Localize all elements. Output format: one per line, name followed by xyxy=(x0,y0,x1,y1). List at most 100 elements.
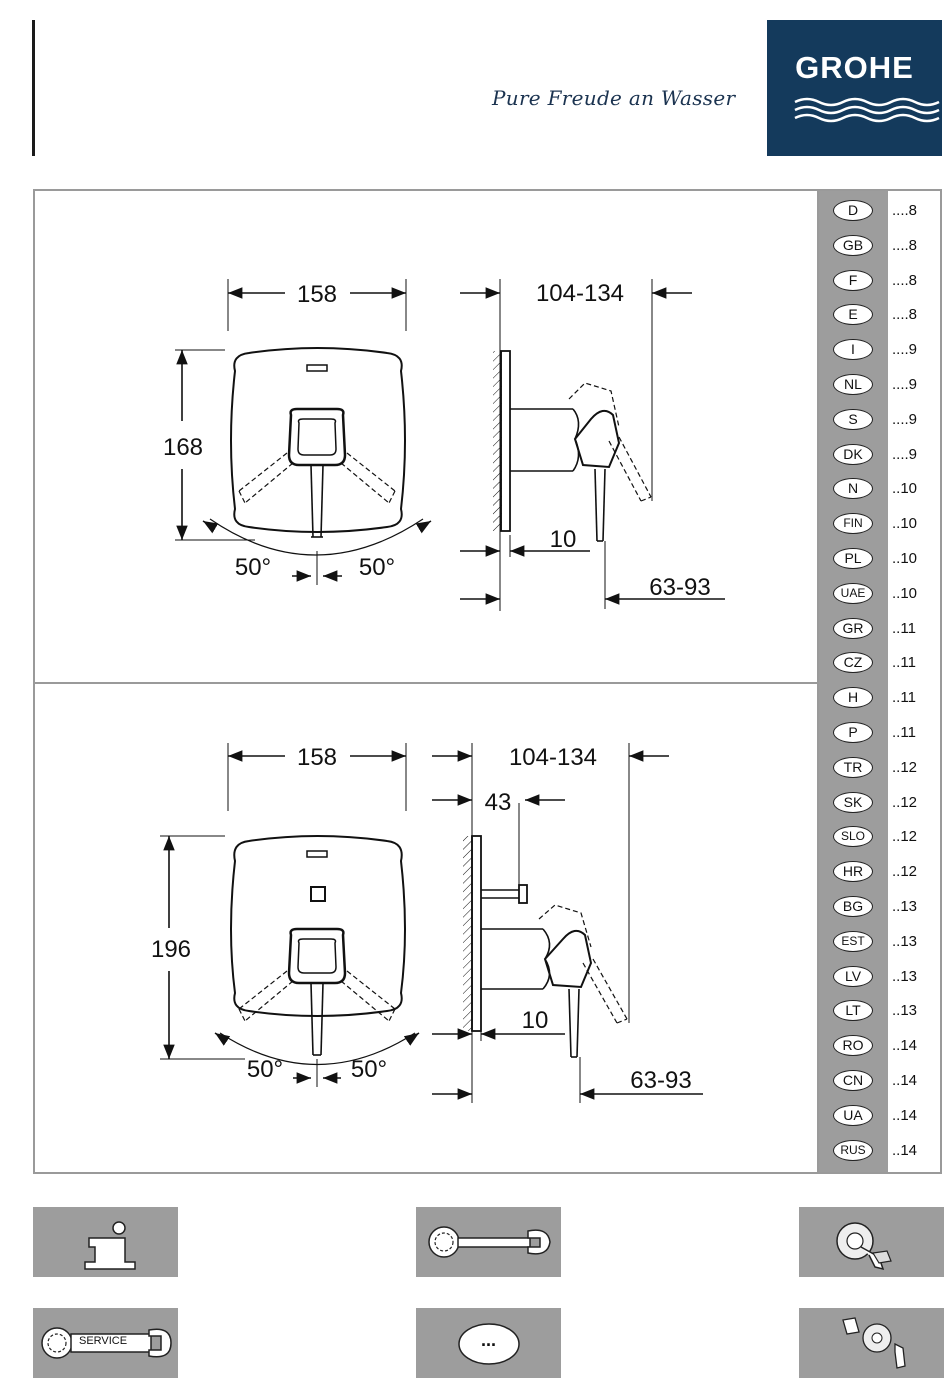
language-row[interactable]: I ....9 xyxy=(819,332,942,367)
frame-divider xyxy=(33,682,819,684)
language-code-badge[interactable]: BG xyxy=(833,896,873,917)
language-row[interactable]: SK ..12 xyxy=(819,785,942,820)
language-page-ref: ..14 xyxy=(892,1072,918,1089)
language-code-badge[interactable]: E xyxy=(833,304,873,326)
language-row[interactable]: FIN ..10 xyxy=(819,506,942,541)
language-code-badge[interactable]: TR xyxy=(833,756,873,778)
language-code-badge[interactable]: RUS xyxy=(833,1139,873,1161)
language-code-badge[interactable]: CZ xyxy=(833,652,873,674)
more-label: ... xyxy=(480,1330,496,1350)
language-row[interactable]: PL ..10 xyxy=(819,541,942,576)
language-code-badge[interactable]: UA xyxy=(833,1104,873,1126)
language-page-ref: ..14 xyxy=(892,1037,918,1055)
language-code-badge[interactable]: UAE xyxy=(833,582,873,604)
bottom-diverter-dim: 43 xyxy=(485,789,512,816)
technical-drawing: 158 168 50° 50° 104-134 10 xyxy=(151,279,725,1103)
language-code-badge[interactable]: NL xyxy=(833,374,873,395)
top-depth-dim: 104-134 xyxy=(536,280,624,307)
language-page-ref: ..13 xyxy=(892,1002,918,1020)
language-code-badge[interactable]: N xyxy=(833,478,873,500)
bottom-offset-dim: 10 xyxy=(522,1007,549,1034)
language-page-ref: ..10 xyxy=(892,515,918,533)
language-page-ref: ..10 xyxy=(892,550,918,567)
language-row[interactable]: D ....8 xyxy=(819,193,942,228)
language-code-badge[interactable]: EST xyxy=(833,930,873,952)
language-page-ref: ..10 xyxy=(892,584,918,602)
language-page-ref: ..11 xyxy=(892,724,916,741)
info-icon[interactable] xyxy=(33,1207,178,1277)
language-row[interactable]: TR..12 xyxy=(819,750,942,785)
language-row[interactable]: S....9 xyxy=(819,402,942,437)
language-row[interactable]: CZ..11 xyxy=(819,645,942,680)
language-page-ref: ..12 xyxy=(892,863,918,881)
language-row[interactable]: HR ..12 xyxy=(819,854,942,889)
service-label: SERVICE xyxy=(79,1335,128,1347)
bottom-width-dim: 158 xyxy=(297,744,337,771)
language-row[interactable]: F ....8 xyxy=(819,263,942,298)
language-row[interactable]: EST..13 xyxy=(819,924,942,959)
language-code-badge[interactable]: FIN xyxy=(833,513,873,535)
language-row[interactable]: UA..14 xyxy=(819,1098,942,1133)
language-row[interactable]: P ..11 xyxy=(819,715,942,750)
parts-icon[interactable] xyxy=(799,1308,944,1378)
bottom-reach-dim: 63-93 xyxy=(630,1067,691,1094)
language-row[interactable]: DK....9 xyxy=(819,437,942,472)
language-row[interactable]: E ....8 xyxy=(819,297,942,332)
language-row[interactable]: SLO..12 xyxy=(819,819,942,854)
language-code-badge[interactable]: I xyxy=(833,339,873,361)
bottom-angle-left: 50° xyxy=(247,1056,283,1083)
language-page-ref: ..12 xyxy=(892,793,918,811)
header-rule xyxy=(32,20,35,156)
installation-icon[interactable] xyxy=(799,1207,944,1277)
language-code-badge[interactable]: S xyxy=(833,408,873,430)
language-code-badge[interactable]: F xyxy=(833,269,873,291)
language-page-ref: ..13 xyxy=(892,967,918,985)
language-code-badge[interactable]: H xyxy=(833,687,873,709)
language-row[interactable]: H..11 xyxy=(819,680,942,715)
bottom-side-view xyxy=(432,743,703,1103)
language-code-badge[interactable]: LV xyxy=(833,965,873,987)
language-code-badge[interactable]: P xyxy=(833,722,873,743)
language-row[interactable]: LV ..13 xyxy=(819,959,942,994)
brand-slogan: Pure Freude an Wasser xyxy=(492,86,736,110)
language-row[interactable]: LT ..13 xyxy=(819,993,942,1028)
language-code-badge[interactable]: DK xyxy=(833,443,873,465)
language-row[interactable]: N ..10 xyxy=(819,471,942,506)
language-code-badge[interactable]: D xyxy=(833,200,873,221)
language-row[interactable]: NL ....9 xyxy=(819,367,942,402)
language-page-ref: ..14 xyxy=(892,1141,918,1159)
language-page-ref: ....8 xyxy=(892,236,918,254)
top-angle-right: 50° xyxy=(359,554,395,581)
service-wrench-icon[interactable]: SERVICE xyxy=(33,1308,178,1378)
language-page-ref: ....9 xyxy=(892,341,918,359)
language-row[interactable]: RUS ..14 xyxy=(819,1133,942,1168)
language-code-badge[interactable]: PL xyxy=(833,548,873,569)
language-code-badge[interactable]: LT xyxy=(833,1000,873,1022)
logo-waves-icon xyxy=(794,97,940,123)
wrench-icon[interactable] xyxy=(416,1207,561,1277)
language-code-badge[interactable]: RO xyxy=(833,1035,873,1057)
language-page-ref: ....8 xyxy=(892,271,918,289)
language-row[interactable]: CN ..14 xyxy=(819,1063,942,1098)
drawing-frame xyxy=(33,189,819,1174)
bottom-height-dim: 196 xyxy=(151,936,191,963)
language-page-ref: ....9 xyxy=(892,376,918,393)
language-page-ref: ....8 xyxy=(892,202,918,219)
language-code-badge[interactable]: SK xyxy=(833,791,873,813)
language-page-ref: ..10 xyxy=(892,480,918,498)
language-page-ref: ..13 xyxy=(892,898,918,915)
more-icon[interactable]: ... xyxy=(416,1308,561,1378)
bottom-side-labels: 104-134 43 10 63-93 xyxy=(485,744,692,1094)
language-code-badge[interactable]: SLO xyxy=(833,826,873,848)
language-row[interactable]: RO ..14 xyxy=(819,1028,942,1063)
language-code-badge[interactable]: HR xyxy=(833,861,873,883)
language-row[interactable]: GR..11 xyxy=(819,611,942,646)
language-row[interactable]: BG ..13 xyxy=(819,889,942,924)
top-reach-dim: 63-93 xyxy=(649,574,710,601)
language-page-ref: ....8 xyxy=(892,306,918,324)
language-code-badge[interactable]: GB xyxy=(833,234,873,256)
language-code-badge[interactable]: GR xyxy=(833,617,873,639)
language-row[interactable]: GB ....8 xyxy=(819,228,942,263)
language-code-badge[interactable]: CN xyxy=(833,1070,873,1091)
language-row[interactable]: UAE ..10 xyxy=(819,576,942,611)
